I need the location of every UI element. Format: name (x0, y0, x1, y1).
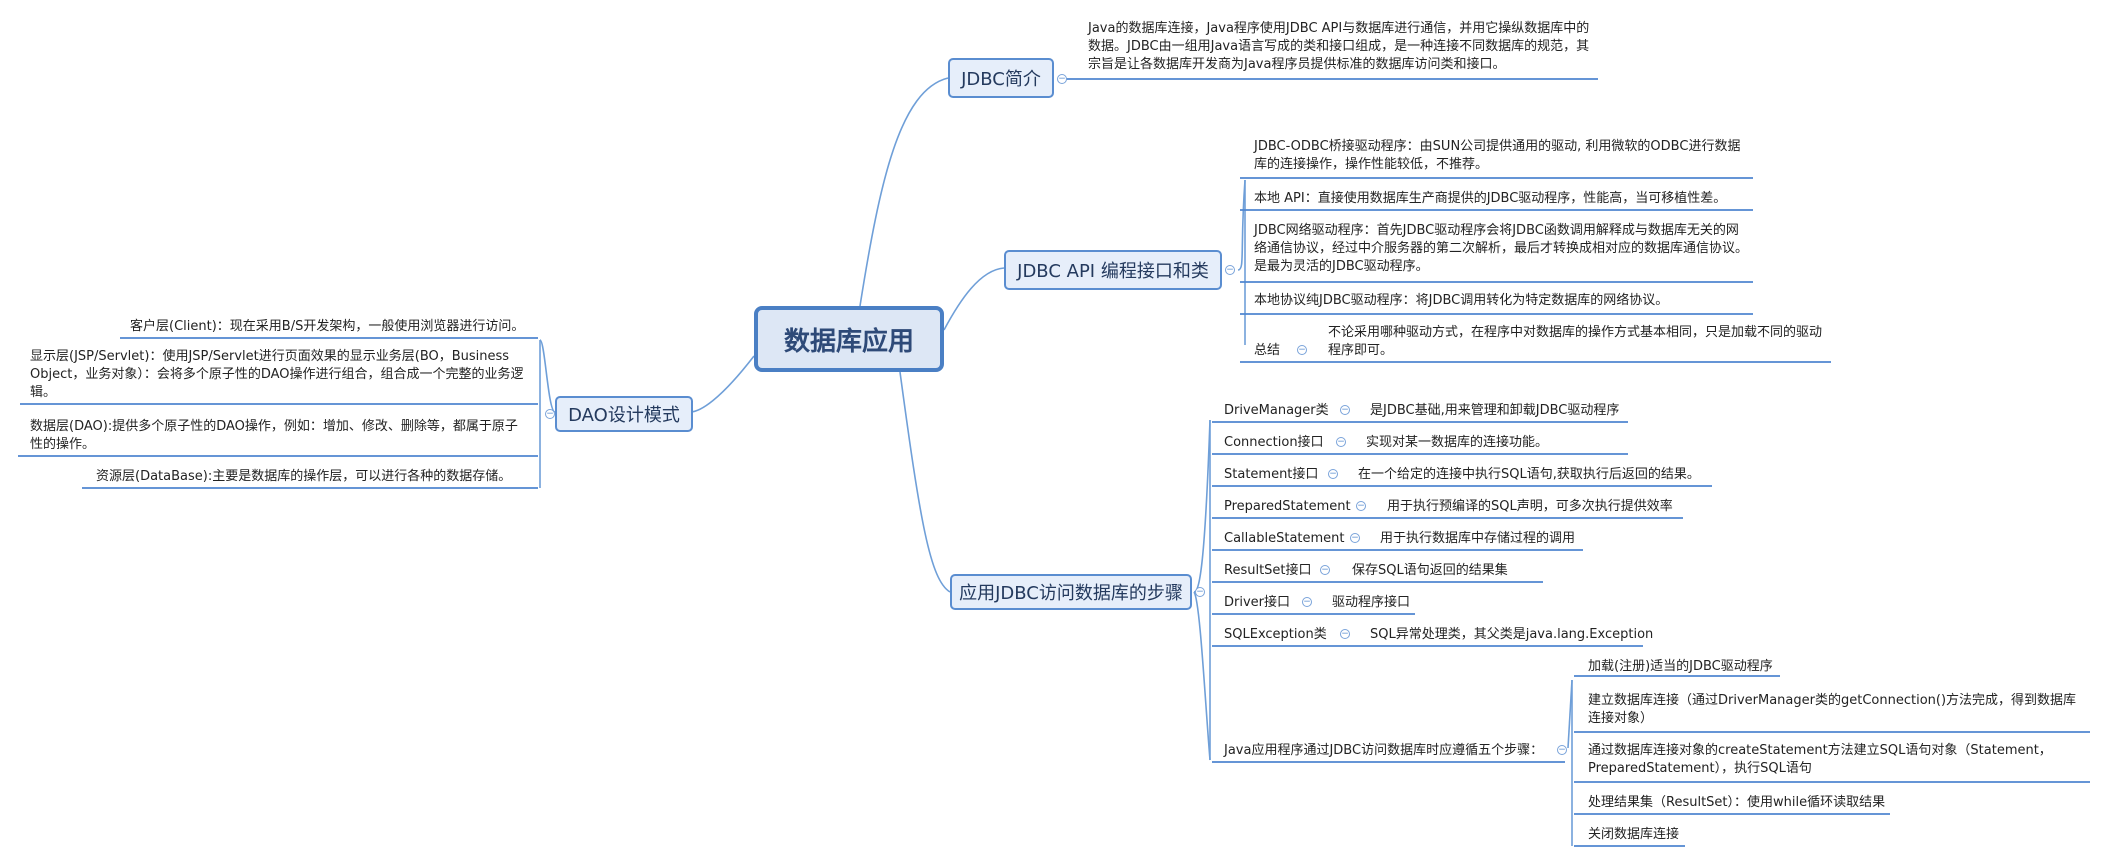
dao-item: 显示层(JSP/Servlet)：使用JSP/Servlet进行页面效果的显示业… (30, 349, 524, 400)
step-item: 处理结果集（ResultSet）：使用while循环读取结果 (1588, 795, 1886, 810)
collapse-toggle-icon[interactable] (1320, 565, 1330, 575)
step-item: 加载(注册)适当的JDBC驱动程序 (1588, 659, 1773, 674)
class-name: PreparedStatement (1224, 499, 1351, 514)
class-desc: 用于执行预编译的SQL声明，可多次执行提供效率 (1387, 499, 1673, 514)
collapse-toggle-icon[interactable] (1302, 597, 1312, 607)
class-name: CallableStatement (1224, 531, 1345, 546)
dao-item: 客户层(Client)：现在采用B/S开发架构，一般使用浏览器进行访问。 (130, 319, 525, 334)
class-desc: 在一个给定的连接中执行SQL语句,获取执行后返回的结果。 (1358, 467, 1700, 482)
collapse-toggle-icon[interactable] (1057, 74, 1067, 84)
jdbc-api-item: 本地协议纯JDBC驱动程序：将JDBC调用转化为特定数据库的网络协议。 (1254, 293, 1669, 308)
dao-item: 资源层(DataBase):主要是数据库的操作层，可以进行各种的数据存储。 (96, 469, 512, 484)
class-name: DriveManager类 (1224, 403, 1329, 418)
topic-jdbc-intro[interactable]: JDBC简介 (948, 58, 1054, 98)
collapse-toggle-icon[interactable] (1225, 265, 1235, 275)
step-item: 通过数据库连接对象的createStatement方法建立SQL语句对象（Sta… (1588, 743, 2052, 776)
class-name: Connection接口 (1224, 435, 1324, 450)
class-name: Driver接口 (1224, 595, 1291, 610)
dao-item: 数据层(DAO):提供多个原子性的DAO操作，例如：增加、修改、删除等，都属于原… (30, 419, 518, 452)
jdbc-intro-text: Java的数据库连接，Java程序使用JDBC API与数据库进行通信，并用它操… (1088, 21, 1590, 72)
class-desc: 是JDBC基础,用来管理和卸载JDBC驱动程序 (1370, 403, 1620, 418)
five-steps-label: Java应用程序通过JDBC访问数据库时应遵循五个步骤： (1224, 743, 1544, 758)
class-desc: SQL异常处理类，其父类是java.lang.Exception (1370, 627, 1654, 642)
summary-label: 总结 (1254, 343, 1281, 358)
class-name: Statement接口 (1224, 467, 1319, 482)
collapse-toggle-icon[interactable] (1336, 437, 1346, 447)
class-name: SQLException类 (1224, 627, 1327, 642)
topic-dao[interactable]: DAO设计模式 (555, 396, 693, 432)
topic-jdbc-api[interactable]: JDBC API 编程接口和类 (1004, 250, 1222, 290)
collapse-toggle-icon[interactable] (1297, 345, 1307, 355)
class-desc: 驱动程序接口 (1332, 595, 1411, 610)
jdbc-api-item: 本地 API：直接使用数据库生产商提供的JDBC驱动程序，性能高，当可移植性差。 (1254, 191, 1727, 206)
jdbc-api-item: JDBC网络驱动程序：首先JDBC驱动程序会将JDBC函数调用解释成与数据库无关… (1254, 223, 1749, 274)
class-name: ResultSet接口 (1224, 563, 1312, 578)
root-topic[interactable]: 数据库应用 (754, 306, 944, 372)
summary-text: 不论采用哪种驱动方式，在程序中对数据库的操作方式基本相同，只是加载不同的驱动程序… (1328, 325, 1823, 358)
collapse-toggle-icon[interactable] (1356, 501, 1366, 511)
collapse-toggle-icon[interactable] (1340, 629, 1350, 639)
jdbc-api-item: JDBC-ODBC桥接驱动程序：由SUN公司提供通用的驱动, 利用微软的ODBC… (1254, 139, 1741, 172)
collapse-toggle-icon[interactable] (1328, 469, 1338, 479)
collapse-toggle-icon[interactable] (1557, 745, 1567, 755)
class-desc: 实现对某一数据库的连接功能。 (1366, 435, 1549, 450)
collapse-toggle-icon[interactable] (1350, 533, 1360, 543)
collapse-toggle-icon[interactable] (545, 409, 555, 419)
collapse-toggle-icon[interactable] (1340, 405, 1350, 415)
topic-jdbc-steps[interactable]: 应用JDBC访问数据库的步骤 (950, 574, 1192, 610)
class-desc: 保存SQL语句返回的结果集 (1352, 563, 1508, 578)
step-item: 建立数据库连接（通过DriverManager类的getConnection()… (1588, 693, 2077, 726)
class-desc: 用于执行数据库中存储过程的调用 (1380, 531, 1576, 546)
step-item: 关闭数据库连接 (1588, 827, 1680, 842)
collapse-toggle-icon[interactable] (1195, 587, 1205, 597)
